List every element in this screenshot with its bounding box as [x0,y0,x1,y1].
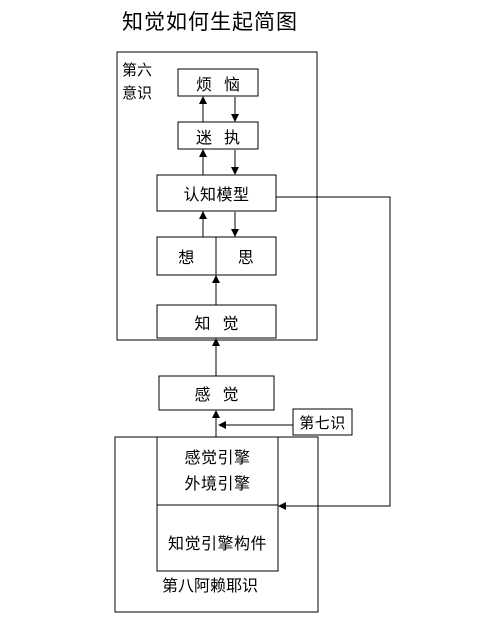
engine-components-box [156,504,279,572]
vexation-box [177,68,259,97]
thought-right-label: 思 [237,248,255,267]
seventh-consciousness-box [292,408,353,436]
sensation-engine-label: 感觉引擎 [184,448,251,467]
diagram-title: 知觉如何生起简图 [122,10,298,34]
thought-left-label: 想 [178,248,195,267]
seventh-consciousness-label: 第七识 [299,413,346,432]
delusion-label: 迷执 [195,127,252,147]
cognitive-model-box [156,174,277,212]
sixth-consciousness-label-line2: 意识 [122,84,153,102]
engine-components-label: 知觉引擎构件 [167,534,267,553]
perception-box [156,304,277,339]
sensation-label: 感觉 [194,385,251,404]
eighth-consciousness-label: 第八阿赖耶识 [162,576,259,595]
engines-label: 感觉引擎 外境引擎 [157,440,278,502]
vexation-label: 烦恼 [195,74,252,94]
delusion-box [177,121,259,150]
perception-label: 知觉 [194,313,251,333]
sixth-consciousness-label-line1: 第六 [122,61,153,79]
sensation-box [158,375,275,411]
cognitive-model-label: 认知模型 [183,185,250,204]
engines-box [156,436,279,506]
environment-engine-label: 外境引擎 [184,474,251,493]
arrow-model-feedback-to-engines [276,196,391,510]
